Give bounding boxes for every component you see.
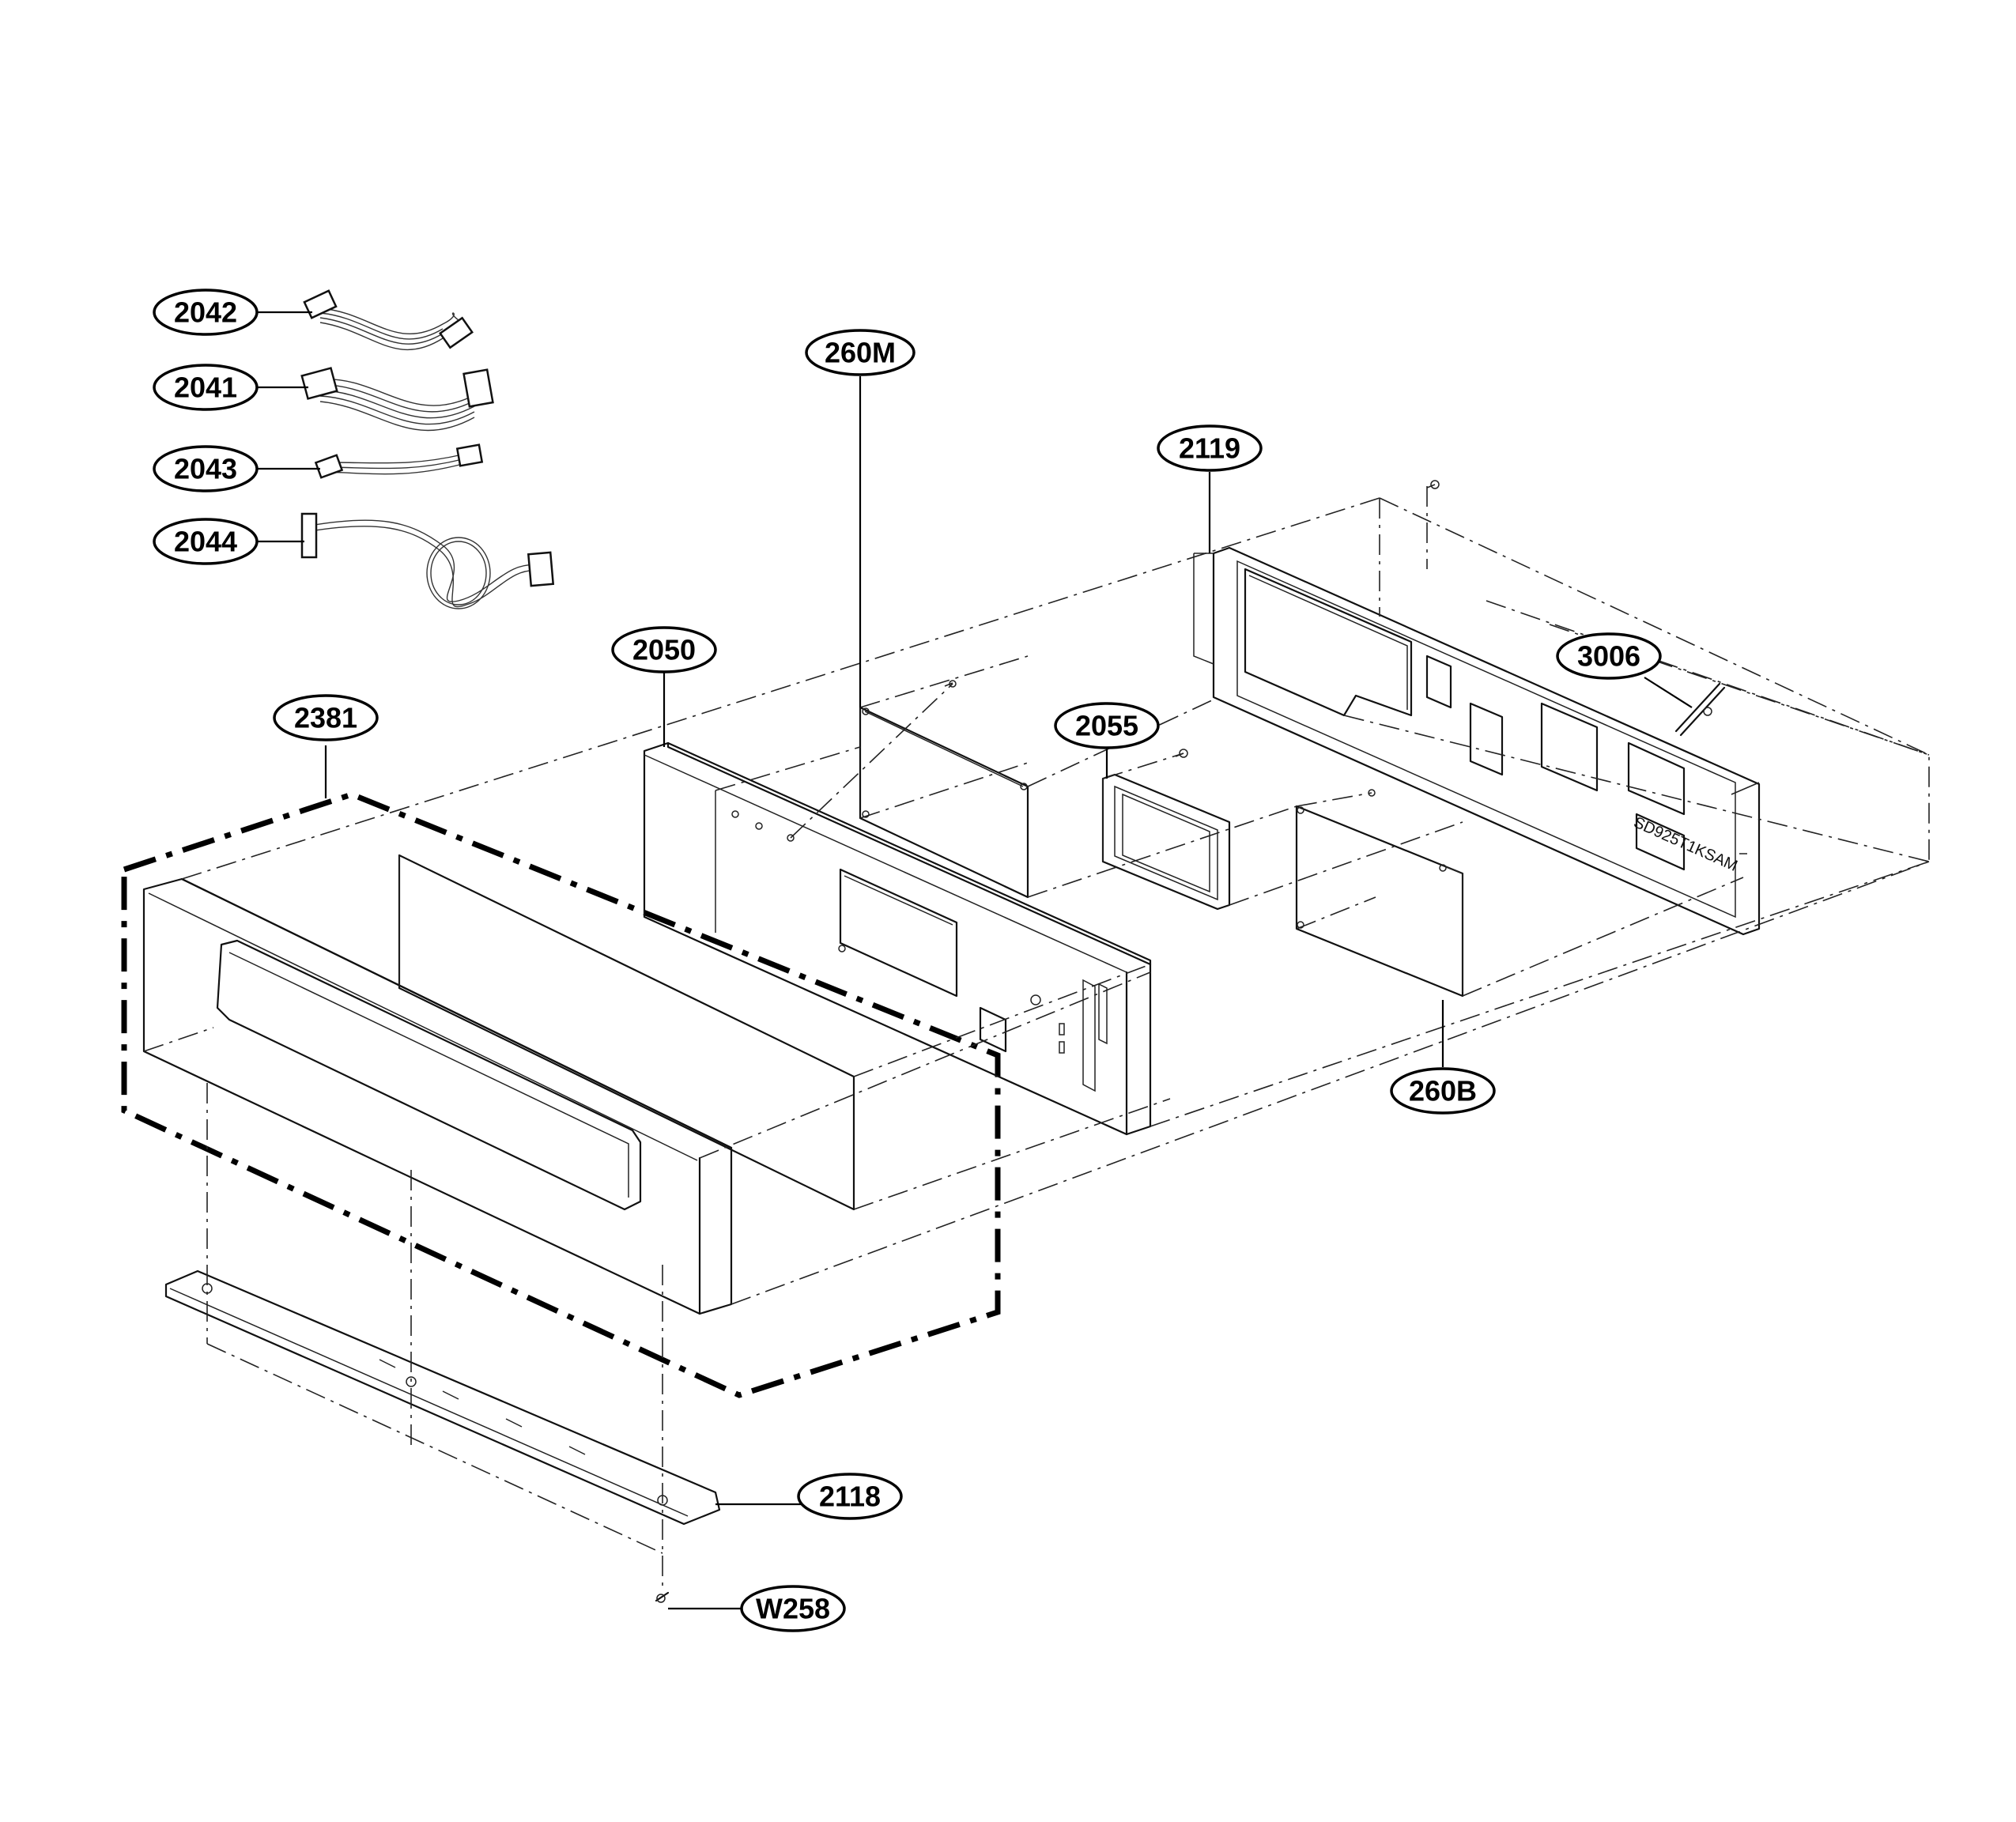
leader-lines bbox=[257, 311, 1693, 1610]
screw-w258 bbox=[655, 1591, 670, 1603]
callout-2043-label: 2043 bbox=[174, 453, 237, 485]
callout-2050: 2050 bbox=[611, 626, 717, 673]
assembly-guide-lines bbox=[143, 486, 1930, 1589]
wire-harness-2042 bbox=[303, 289, 474, 351]
callout-260B: 260B bbox=[1390, 1067, 1496, 1115]
callout-2042-label: 2042 bbox=[174, 296, 237, 329]
wire-harness-2041 bbox=[300, 367, 494, 432]
callout-2119: 2119 bbox=[1157, 424, 1263, 472]
screw-3006 bbox=[1674, 682, 1726, 737]
callout-2055: 2055 bbox=[1054, 702, 1160, 749]
callout-2044: 2044 bbox=[153, 518, 259, 565]
callout-260M: 260M bbox=[805, 329, 916, 376]
trim-strip-2118 bbox=[164, 1269, 721, 1526]
callout-2044-label: 2044 bbox=[174, 526, 237, 558]
callout-3006: 3006 bbox=[1556, 632, 1662, 680]
callout-260B-label: 260B bbox=[1409, 1075, 1477, 1107]
callout-2119-label: 2119 bbox=[1179, 432, 1240, 465]
callout-260M-label: 260M bbox=[825, 337, 896, 369]
wire-harness-2044 bbox=[300, 512, 555, 609]
callout-2050-label: 2050 bbox=[632, 634, 696, 666]
callout-2055-label: 2055 bbox=[1075, 710, 1138, 742]
callout-2381-label: 2381 bbox=[294, 702, 357, 734]
callout-2043: 2043 bbox=[153, 445, 259, 492]
callout-W258-label: W258 bbox=[756, 1593, 830, 1625]
callout-2118-label: 2118 bbox=[819, 1481, 881, 1513]
pcb-260m bbox=[859, 680, 1029, 899]
callout-2381: 2381 bbox=[273, 694, 379, 741]
rear-bracket-2119: SD925T1KSAM bbox=[1193, 546, 1761, 936]
control-panel-frame-2050 bbox=[643, 741, 1152, 1136]
callout-2118: 2118 bbox=[797, 1473, 903, 1520]
panel-stamp-text: SD925T1KSAM bbox=[1631, 813, 1740, 875]
screw-top-rear bbox=[1426, 480, 1440, 489]
callout-3006-label: 3006 bbox=[1577, 640, 1640, 673]
callout-2042: 2042 bbox=[153, 289, 259, 336]
callout-2041: 2041 bbox=[153, 364, 259, 411]
wire-harness-2043 bbox=[314, 443, 484, 479]
pcb-260b bbox=[1295, 789, 1464, 998]
front-panel-2381 bbox=[121, 791, 1001, 1398]
callout-2041-label: 2041 bbox=[174, 372, 237, 404]
callout-W258: W258 bbox=[740, 1585, 846, 1632]
